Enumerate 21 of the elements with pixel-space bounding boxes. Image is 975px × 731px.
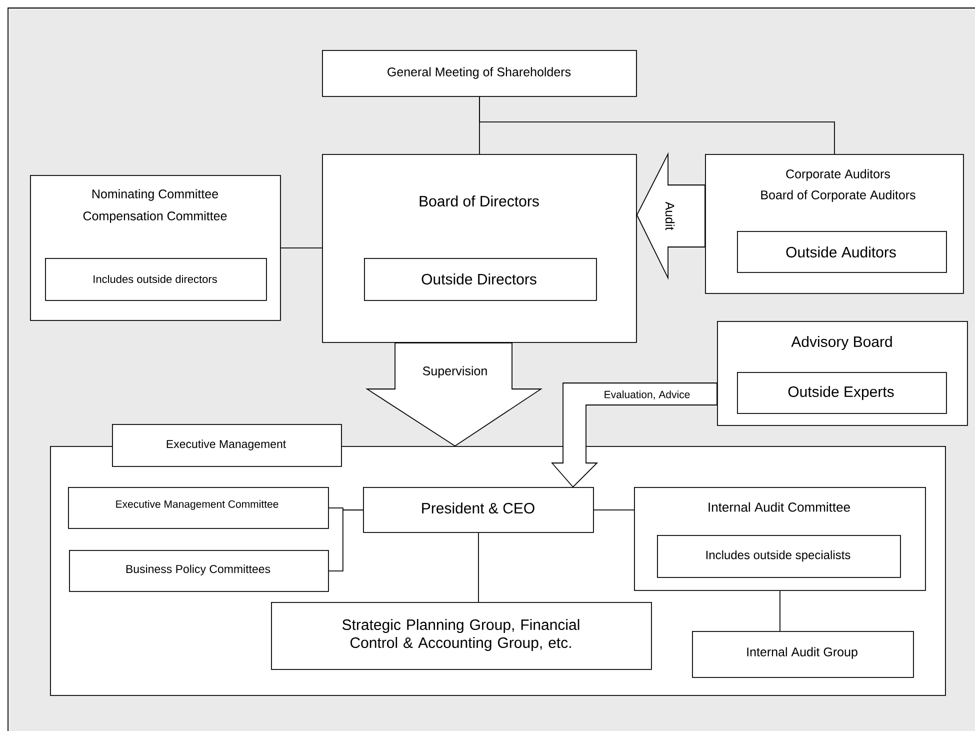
edge-label: Supervision [422, 366, 487, 378]
process-box: General Meeting of Shareholders [322, 50, 637, 97]
edge-label: Audit [665, 202, 675, 230]
connector-line [479, 96, 835, 154]
block-arrow [636, 152, 706, 280]
member-box: Outside Directors [364, 258, 597, 301]
edge-label: Evaluation, Advice [604, 390, 690, 400]
connector-line [328, 510, 364, 572]
block-arrow [551, 382, 718, 488]
process-box: Strategic Planning Group, Financial Control & Accounting Group, etc. [271, 602, 652, 670]
committee-box: Executive Management Committee [68, 487, 329, 529]
process-box: President & CEO [363, 487, 594, 533]
process-box: Internal Audit Group [692, 631, 914, 678]
note-box: Includes outside directors [45, 258, 267, 301]
member-box: Outside Auditors [737, 231, 947, 273]
member-box: Outside Experts [737, 372, 947, 414]
note-box: Includes outside specialists [657, 535, 901, 578]
committee-box: Business Policy Committees [69, 550, 329, 592]
group-title-box: Executive Management [112, 424, 342, 467]
connector-line [478, 532, 479, 602]
block-arrow [365, 342, 542, 447]
